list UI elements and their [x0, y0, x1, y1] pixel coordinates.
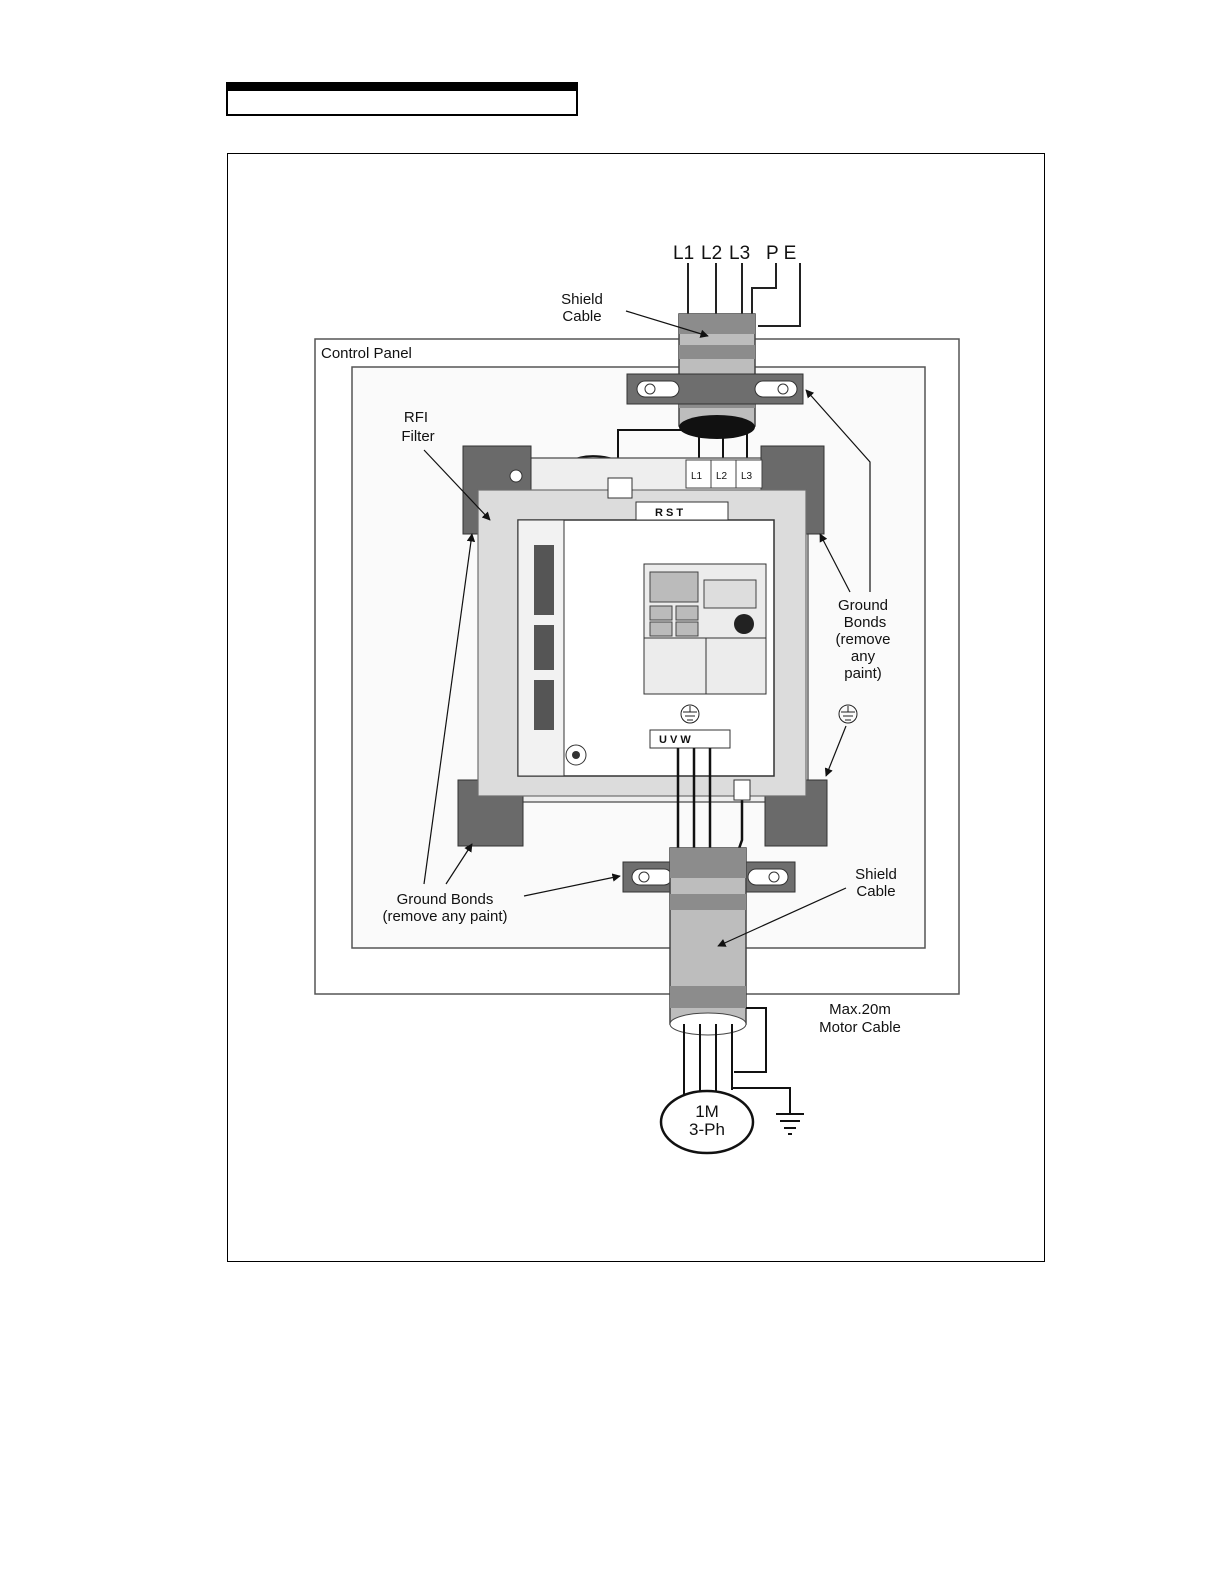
- ground-bonds-right-line1: Ground: [838, 597, 888, 614]
- motor-symbol: 1M 3-Ph: [661, 1091, 753, 1153]
- motor-label-line1: 1M: [695, 1102, 719, 1121]
- shield-cable-top-line1: Shield: [561, 291, 603, 308]
- filter-terminal-l3: L3: [741, 471, 753, 482]
- output-terminal-label: U V W: [659, 734, 691, 746]
- motor-cable-line2: Motor Cable: [819, 1019, 901, 1036]
- ground-bonds-bottom-line1: Ground Bonds: [397, 891, 494, 908]
- shield-cable-bottom-line1: Shield: [855, 866, 897, 883]
- motor-cable-line1: Max.20m: [829, 1001, 891, 1018]
- bottom-shield-cable: [670, 848, 746, 1035]
- shield-cable-top-line2: Cable: [562, 308, 601, 325]
- motor-label-line2: 3-Ph: [689, 1120, 725, 1139]
- filter-terminal-block: L1 L2 L3: [686, 460, 762, 488]
- rfi-filter-line2: Filter: [401, 428, 434, 445]
- shield-cable-bottom-line2: Cable: [856, 883, 895, 900]
- ground-bonds-right-line3: (remove: [835, 631, 890, 648]
- filter-terminal-l1: L1: [691, 471, 703, 482]
- ground-bonds-right-line4: any: [851, 648, 876, 665]
- supply-l2-label: L2: [701, 243, 722, 264]
- filter-terminal-l2: L2: [716, 471, 728, 482]
- control-panel-label: Control Panel: [321, 345, 412, 362]
- supply-l3-label: L3: [729, 243, 750, 264]
- ground-bonds-bottom-line2: (remove any paint): [382, 908, 507, 925]
- supply-pe-label: P E: [766, 243, 796, 264]
- supply-l1-label: L1: [673, 243, 694, 264]
- inverter-drive: R S T U V W: [518, 478, 774, 776]
- input-terminal-label: R S T: [655, 507, 683, 519]
- top-cable-clamp: [627, 374, 803, 404]
- speed-knob: [734, 614, 754, 634]
- ground-bonds-right-line5: paint): [844, 665, 882, 682]
- earth-ground-icon: [776, 1114, 804, 1134]
- ground-bonds-right-line2: Bonds: [844, 614, 887, 631]
- rfi-filter-line1: RFI: [404, 409, 428, 426]
